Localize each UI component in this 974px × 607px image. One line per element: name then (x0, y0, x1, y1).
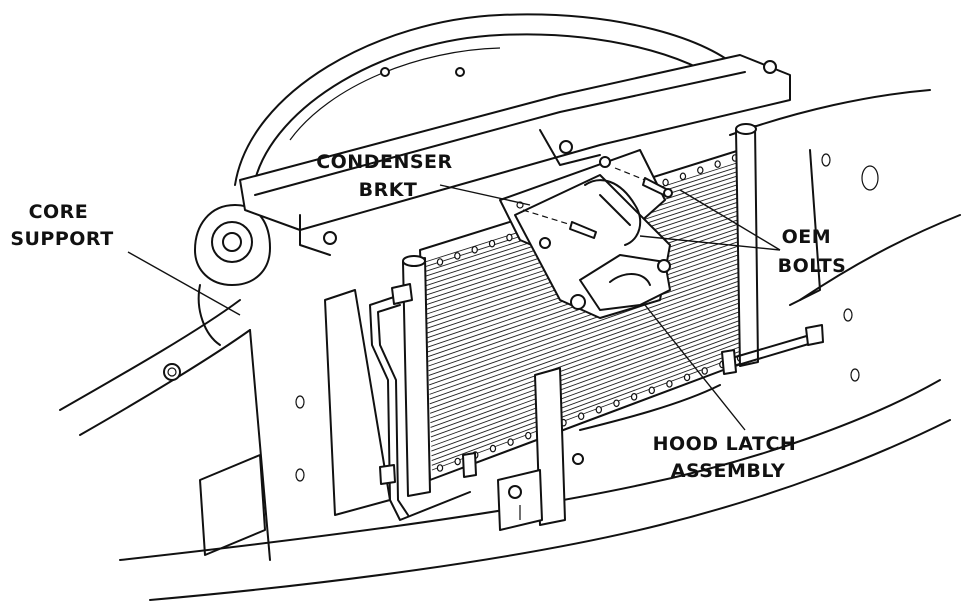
condenser-hole (648, 386, 655, 395)
condenser-hole (454, 252, 461, 260)
condenser-hole (666, 380, 673, 388)
condenser-fin (431, 342, 750, 461)
condenser-hole (454, 457, 461, 466)
condenser-fin (430, 317, 749, 433)
condenser-fin (428, 269, 746, 381)
fan-shroud (234, 13, 741, 186)
lower-center-bracket (497, 367, 566, 531)
refrigerant-lines (369, 283, 824, 521)
label-condenser-brkt: CONDENSER BRKT (316, 151, 460, 201)
condenser-fin (430, 321, 749, 438)
condenser-hole (595, 405, 603, 414)
label-oem-bolts: OEM BOLTS (778, 226, 847, 277)
condenser-fin (429, 282, 747, 395)
condenser-hole (577, 412, 585, 421)
condenser-fin (431, 347, 750, 466)
condenser-fin (431, 351, 751, 471)
condenser-hole (714, 160, 721, 168)
condenser-fin (431, 338, 750, 457)
condenser-hole (506, 233, 513, 242)
condenser-fin (429, 299, 748, 414)
condenser-fin (430, 304, 748, 419)
condenser-hole (679, 172, 687, 181)
condenser-fin (431, 329, 750, 447)
condenser-fin (430, 308, 748, 424)
condenser-hole (662, 178, 669, 187)
condenser-fin (428, 273, 747, 386)
condenser-fin (429, 295, 748, 409)
oem-bolts (522, 167, 673, 239)
condenser-hole (471, 245, 478, 254)
condenser-fin (428, 260, 746, 372)
condenser-hole (488, 239, 496, 248)
condenser-fin (428, 265, 746, 376)
upper-radiator-support (239, 54, 791, 256)
condenser-hole (701, 367, 708, 375)
condenser-fin (431, 334, 750, 452)
condenser-fin (429, 286, 747, 400)
condenser-fin (429, 278, 747, 391)
condenser-hole (697, 166, 704, 175)
radiator-cap (194, 204, 271, 346)
condenser-hole (507, 438, 514, 446)
condenser-fin (430, 312, 749, 428)
condenser-fin (430, 325, 749, 443)
condenser-hole (630, 393, 638, 401)
label-hood-latch-assembly: HOOD LATCH ASSEMBLY (653, 433, 804, 482)
condenser-fin (429, 291, 747, 405)
condenser-hole (436, 258, 444, 266)
condenser-hole (436, 464, 444, 472)
condenser-hole (489, 444, 497, 453)
condenser-hole (525, 431, 532, 440)
condenser-hole (613, 399, 620, 408)
hood-latch-assembly (499, 149, 671, 319)
leader-lines (127, 184, 781, 431)
condenser-hole (683, 373, 691, 382)
label-core-support: CORE SUPPORT (10, 201, 113, 250)
